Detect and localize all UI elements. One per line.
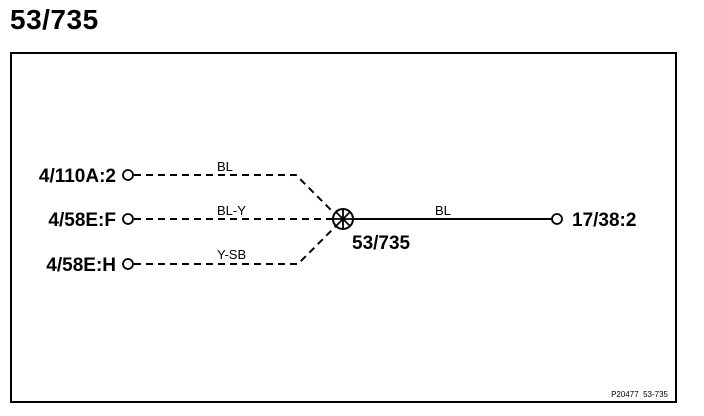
wire-y-sb [134,225,337,265]
connector-label-4-110a-2: 4/110A:2 [39,166,116,187]
connector-pin-4-58e-f [122,213,134,225]
wire-bl-top [134,174,337,216]
connector-label-17-38-2: 17/38:2 [572,210,636,231]
splice-label: 53/735 [352,233,411,254]
page-title: 53/735 [10,4,99,35]
reference-code: P20477 53-735 [611,390,668,399]
connector-pin-17-38-2 [551,213,563,225]
connector-label-4-58e-h: 4/58E:H [46,255,116,276]
connector-label-4-58e-f: 4/58E:F [48,210,116,231]
connector-pin-4-58e-h [122,258,134,270]
splice-icon [332,208,354,230]
wire-color-label-bl-top: BL [217,159,233,174]
wire-color-label-y-sb: Y-SB [217,247,246,262]
connector-pin-4-110a-2 [122,169,134,181]
wire-color-label-bl-y: BL-Y [217,203,246,218]
diagram-frame [10,52,677,403]
wire-color-label-bl-right: BL [435,203,451,218]
